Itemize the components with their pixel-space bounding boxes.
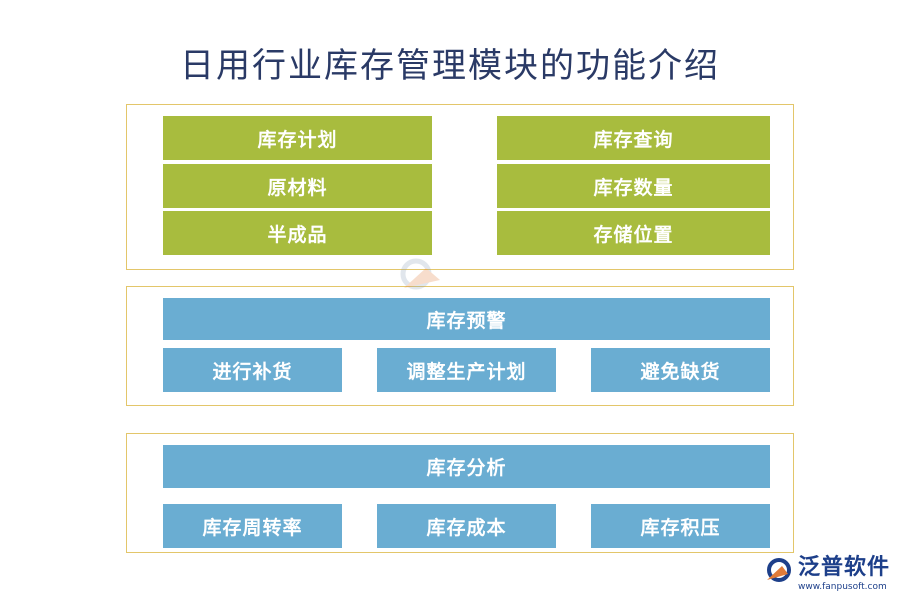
box-raw-materials: 原材料: [163, 164, 432, 208]
brand-url: www.fanpusoft.com: [797, 582, 887, 592]
brand-logo: 泛普软件 www.fanpusoft.com: [764, 556, 890, 592]
box-inventory-plan: 库存计划: [163, 116, 432, 160]
box-storage-location: 存储位置: [497, 211, 770, 255]
box-inventory-cost: 库存成本: [377, 504, 556, 548]
box-inventory-warning: 库存预警: [163, 298, 770, 340]
page-title: 日用行业库存管理模块的功能介绍: [180, 46, 720, 86]
box-turnover-rate: 库存周转率: [163, 504, 342, 548]
box-semi-finished: 半成品: [163, 211, 432, 255]
box-adjust-production: 调整生产计划: [377, 348, 556, 392]
brand-name: 泛普软件: [797, 555, 890, 580]
box-avoid-shortage: 避免缺货: [591, 348, 770, 392]
box-inventory-quantity: 库存数量: [497, 164, 770, 208]
box-inventory-backlog: 库存积压: [591, 504, 770, 548]
box-inventory-analysis: 库存分析: [163, 445, 770, 488]
box-inventory-query: 库存查询: [497, 116, 770, 160]
watermark-logo-icon: [400, 258, 440, 290]
box-replenish: 进行补货: [163, 348, 342, 392]
brand-mark-icon: [766, 558, 791, 582]
